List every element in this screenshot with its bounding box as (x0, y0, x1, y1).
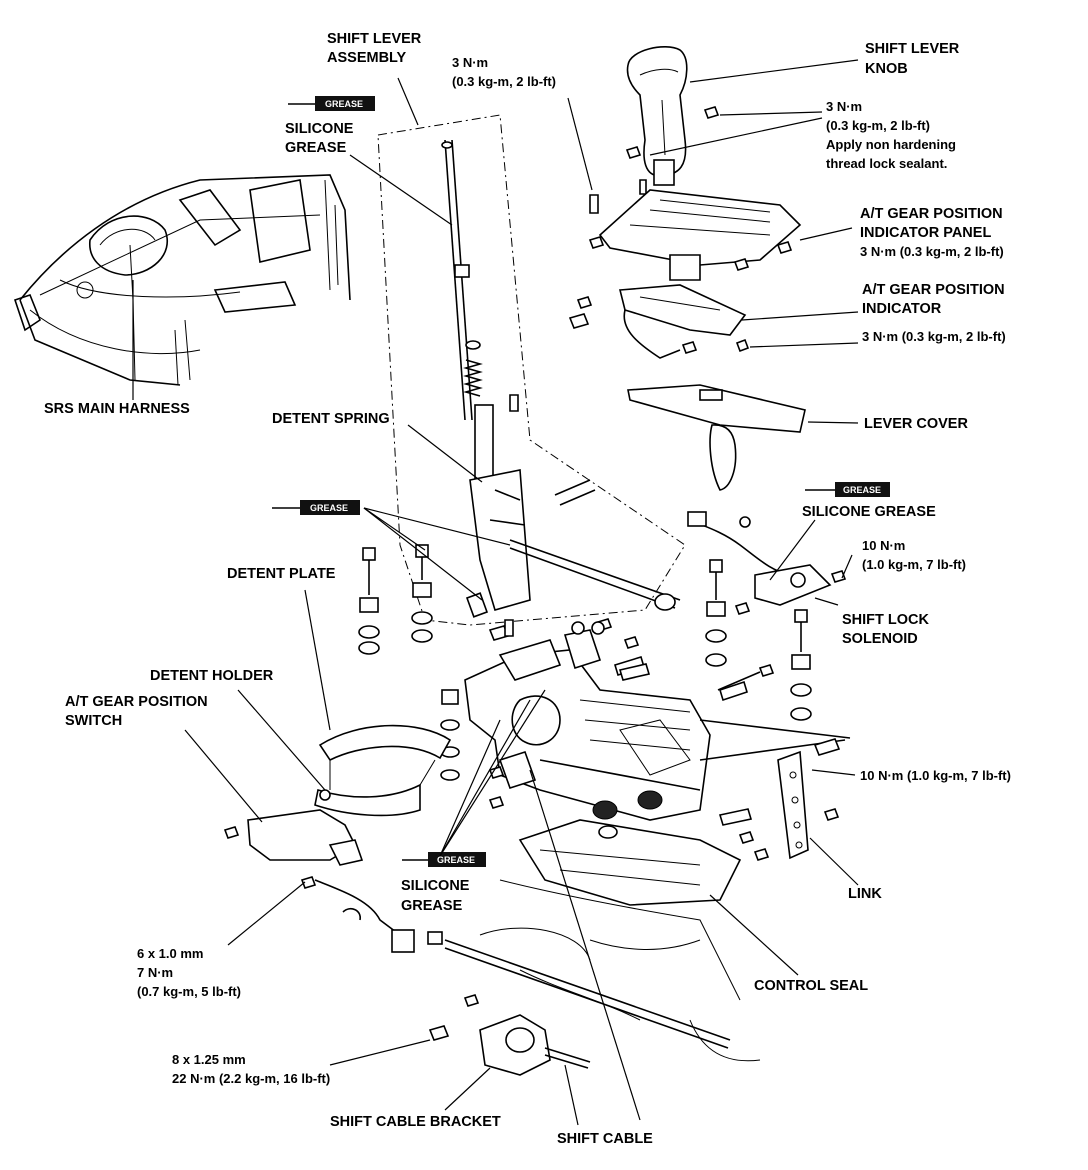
svg-text:GREASE: GREASE (437, 855, 475, 865)
gear-position-indicator (568, 284, 750, 359)
grease-tag-left: GREASE (272, 500, 360, 515)
label-shift-lever-knob-1: SHIFT LEVER (865, 41, 960, 57)
label-detent-holder: DETENT HOLDER (150, 668, 274, 684)
label-position-switch-1: A/T GEAR POSITION (65, 694, 208, 710)
bolt-stacks-right (705, 559, 812, 721)
label-shift-lever-assembly-1: SHIFT LEVER (327, 31, 422, 47)
label-indicator-1: A/T GEAR POSITION (862, 282, 1005, 298)
label-torque-10-right: 10 N·m (1.0 kg-m, 7 lb-ft) (860, 768, 1011, 783)
label-silicone-grease-bottom-2: GREASE (401, 898, 463, 914)
label-shift-lock-solenoid-2: SOLENOID (842, 631, 918, 647)
shift-lever-rod (441, 139, 681, 618)
gear-position-switch (223, 809, 443, 953)
label-shift-lock-solenoid-1: SHIFT LOCK (842, 612, 930, 628)
label-shift-cable: SHIFT CABLE (557, 1131, 653, 1147)
label-detent-plate: DETENT PLATE (227, 566, 336, 582)
indicator-panel (588, 189, 802, 281)
label-knob-torque-3: Apply non hardening (826, 137, 956, 152)
label-indicator-panel-2: INDICATOR PANEL (860, 225, 991, 241)
detent-plate (314, 724, 452, 817)
lever-cover (627, 384, 806, 491)
label-indicator-2: INDICATOR (862, 301, 942, 317)
link-part (777, 738, 841, 860)
label-knob-torque-2: (0.3 kg-m, 2 lb-ft) (826, 118, 930, 133)
label-shift-lever-assembly-2: ASSEMBLY (327, 50, 407, 66)
label-position-switch-2: SWITCH (65, 713, 122, 729)
label-shift-cable-bracket: SHIFT CABLE BRACKET (330, 1114, 501, 1130)
label-detent-spring: DETENT SPRING (272, 411, 390, 427)
label-knob-torque-4: thread lock sealant. (826, 156, 947, 171)
label-silicone-grease-bottom-1: SILICONE (401, 878, 470, 894)
grease-tag-top: GREASE (288, 96, 375, 111)
control-seal (518, 790, 742, 906)
label-lever-cover: LEVER COVER (864, 416, 968, 432)
label-bolt-6mm-2: 7 N·m (137, 965, 173, 980)
shift-cable-bracket-part (428, 994, 591, 1076)
shift-base-bracket (464, 629, 851, 821)
label-bolt-8mm-2: 22 N·m (2.2 kg-m, 16 lb-ft) (172, 1071, 330, 1086)
label-silicone-grease-right: SILICONE GREASE (802, 504, 936, 520)
label-torque-10-1: 10 N·m (862, 538, 905, 553)
label-indicator-torque: 3 N·m (0.3 kg-m, 2 lb-ft) (862, 329, 1006, 344)
label-link: LINK (848, 886, 882, 902)
grease-tag-bottom: GREASE (402, 852, 486, 867)
label-shift-lever-knob-2: KNOB (865, 61, 908, 77)
label-torque-top-1: 3 N·m (452, 55, 488, 70)
svg-text:GREASE: GREASE (325, 99, 363, 109)
label-torque-top-2: (0.3 kg-m, 2 lb-ft) (452, 74, 556, 89)
label-bolt-6mm-1: 6 x 1.0 mm (137, 946, 204, 961)
small-fasteners (488, 394, 840, 861)
svg-text:GREASE: GREASE (310, 503, 348, 513)
label-bolt-6mm-3: (0.7 kg-m, 5 lb-ft) (137, 984, 241, 999)
label-indicator-panel-1: A/T GEAR POSITION (860, 206, 1003, 222)
label-silicone-grease-top-1: SILICONE (285, 121, 354, 137)
label-silicone-grease-top-2: GREASE (285, 140, 347, 156)
label-srs-main-harness: SRS MAIN HARNESS (44, 401, 190, 417)
label-bolt-8mm-1: 8 x 1.25 mm (172, 1052, 246, 1067)
label-knob-torque-1: 3 N·m (826, 99, 862, 114)
svg-text:GREASE: GREASE (843, 485, 881, 495)
callout-labels: SHIFT LEVER ASSEMBLY 3 N·m (0.3 kg-m, 2 … (44, 31, 1011, 1147)
bolt-stacks-left (358, 544, 460, 781)
vehicle-interior-inset (13, 174, 351, 386)
shift-lever-dashed-outline (377, 114, 686, 626)
label-torque-10-2: (1.0 kg-m, 7 lb-ft) (862, 557, 966, 572)
label-control-seal: CONTROL SEAL (754, 978, 868, 994)
grease-tag-right: GREASE (805, 482, 890, 497)
label-indicator-panel-3: 3 N·m (0.3 kg-m, 2 lb-ft) (860, 244, 1004, 259)
floor-tunnel-outline (444, 879, 761, 1062)
leader-lines (132, 59, 859, 1126)
shift-lever-knob (626, 46, 688, 186)
